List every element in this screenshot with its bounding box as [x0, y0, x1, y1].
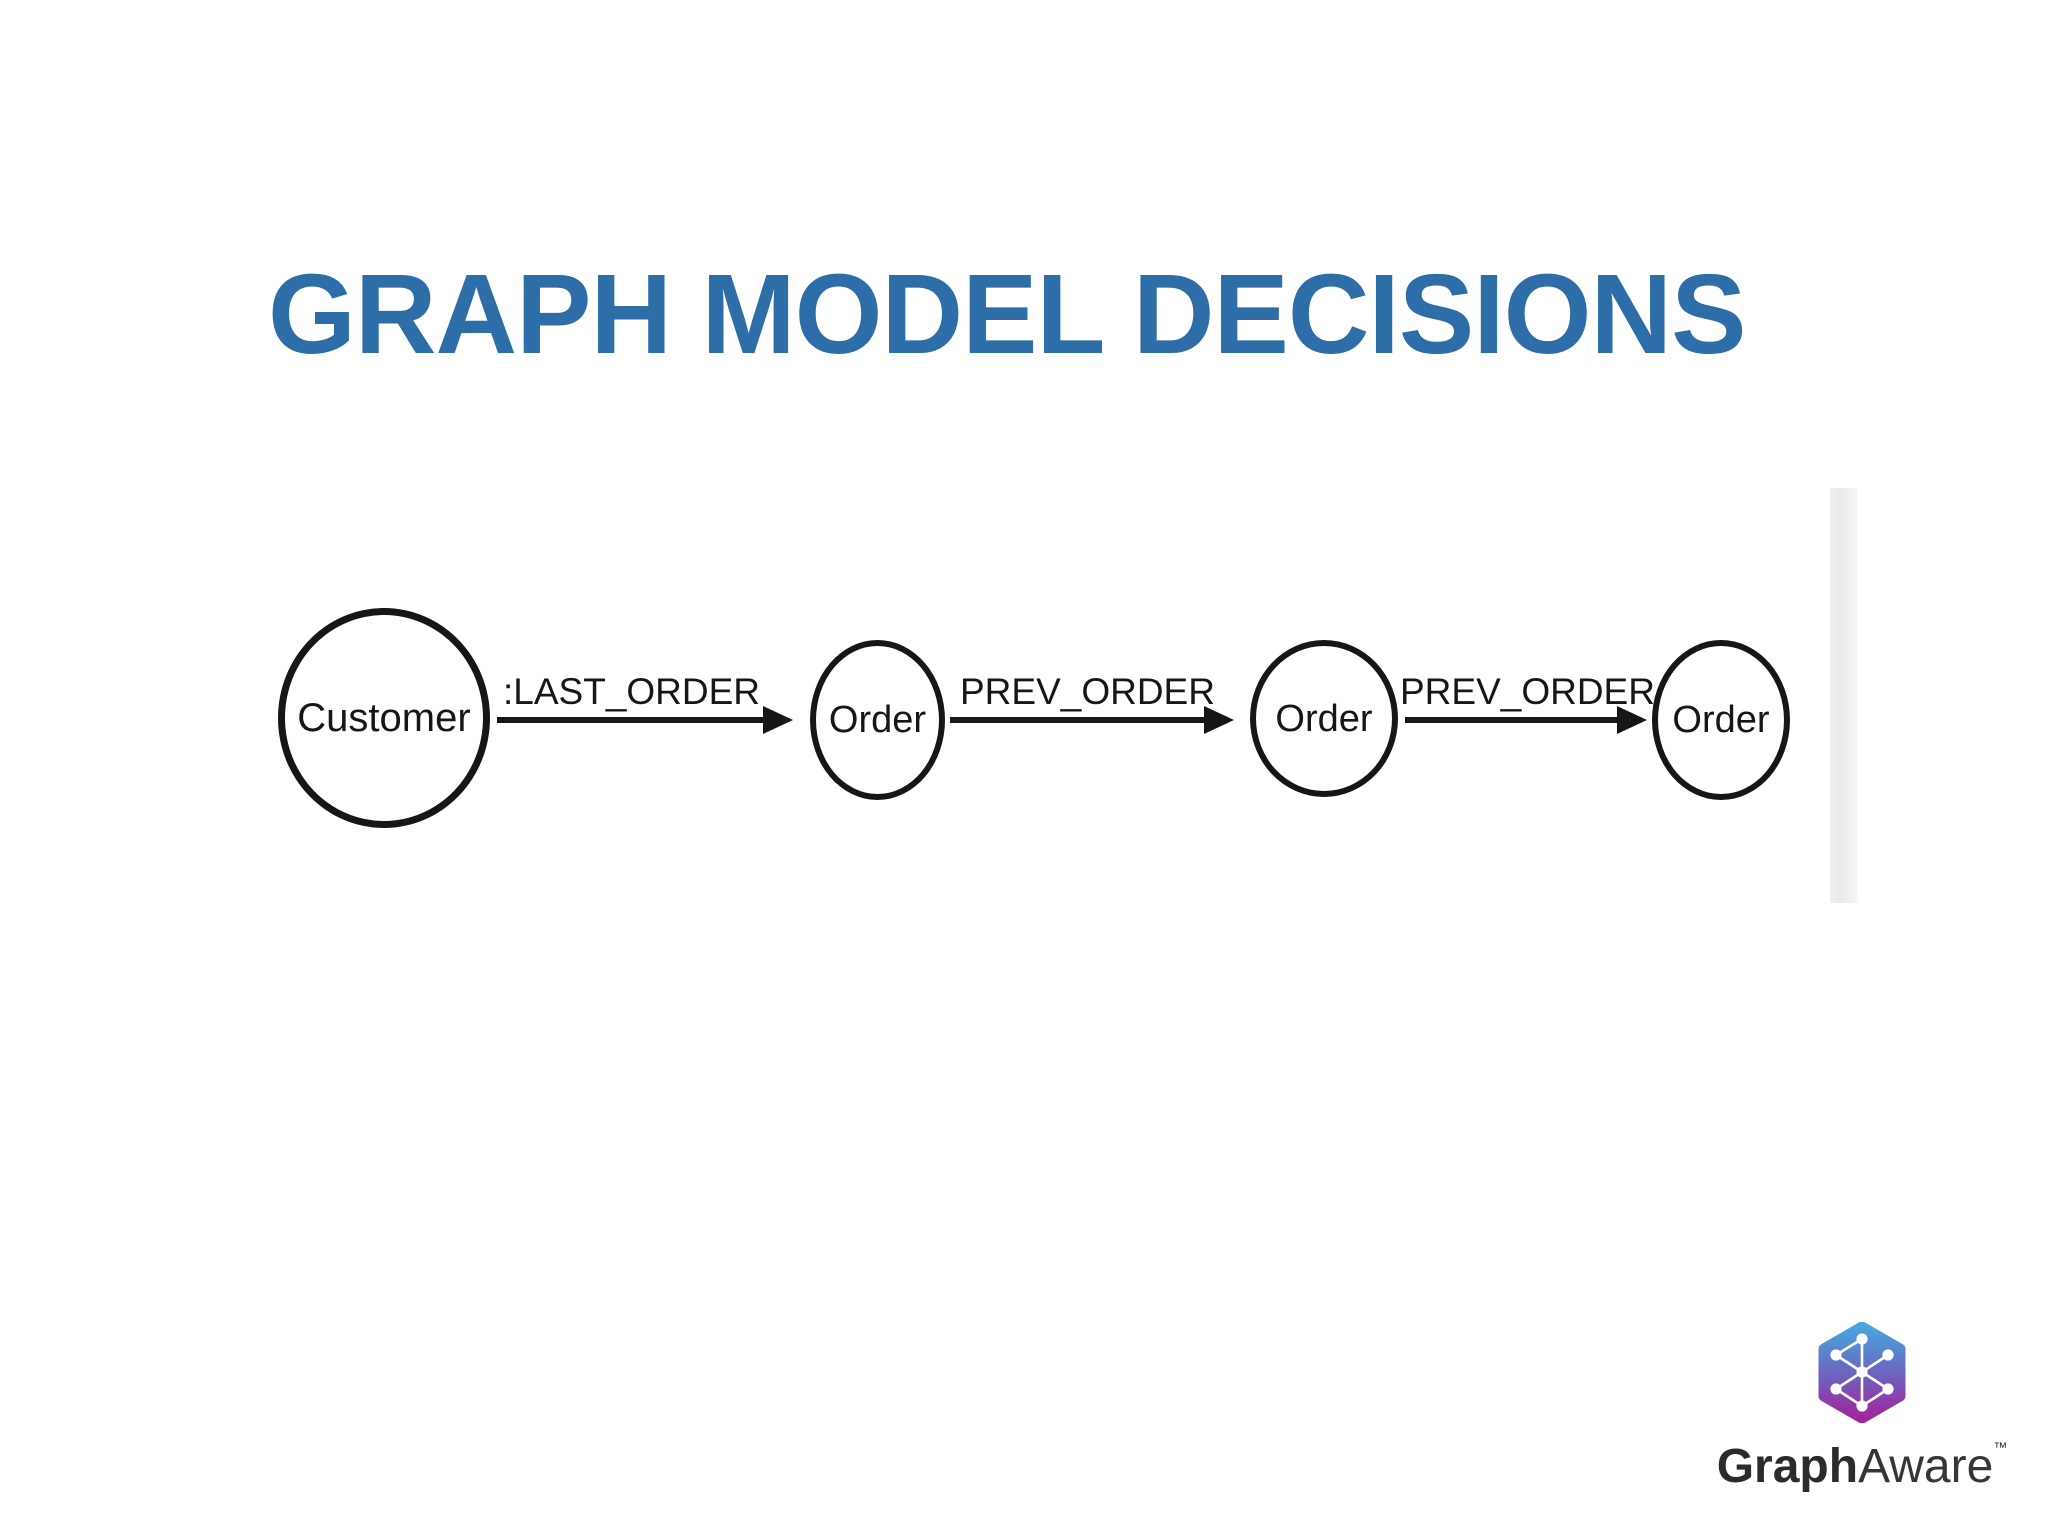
edge-prev-order-2-shaft [1405, 717, 1619, 723]
edge-prev-order-1-label: PREV_ORDER [960, 671, 1215, 712]
slide-title: GRAPH MODEL DECISIONS [268, 251, 1746, 377]
node-order-3-label: Order [1672, 699, 1770, 741]
graphaware-wordmark: GraphAware™ [1672, 1440, 2048, 1491]
wordmark-graph: Graph [1716, 1440, 1859, 1493]
image-right-edge-shadow [1830, 488, 1858, 903]
trademark-symbol: ™ [1993, 1439, 2008, 1455]
edge-last-order-label: :LAST_ORDER [503, 671, 761, 712]
edge-last-order-shaft [497, 717, 765, 723]
edge-last-order-arrowhead-icon [763, 706, 793, 734]
edge-prev-order-2-arrowhead-icon [1617, 706, 1647, 734]
node-order-2-label: Order [1275, 697, 1373, 740]
node-customer: Customer [278, 608, 490, 828]
node-order-1-label: Order [828, 699, 927, 741]
wordmark-aware: Aware [1858, 1440, 1994, 1493]
edge-prev-order-1-shaft [950, 717, 1206, 723]
graphaware-logo-icon [1818, 1322, 1906, 1423]
node-order-1: Order [810, 640, 945, 800]
node-order-2: Order [1250, 640, 1398, 797]
node-customer-label: Customer [297, 696, 471, 740]
edge-prev-order-2-label: PREV_ORDER [1400, 671, 1655, 712]
node-order-3: Order [1652, 640, 1790, 800]
edge-prev-order-1-arrowhead-icon [1204, 706, 1234, 734]
